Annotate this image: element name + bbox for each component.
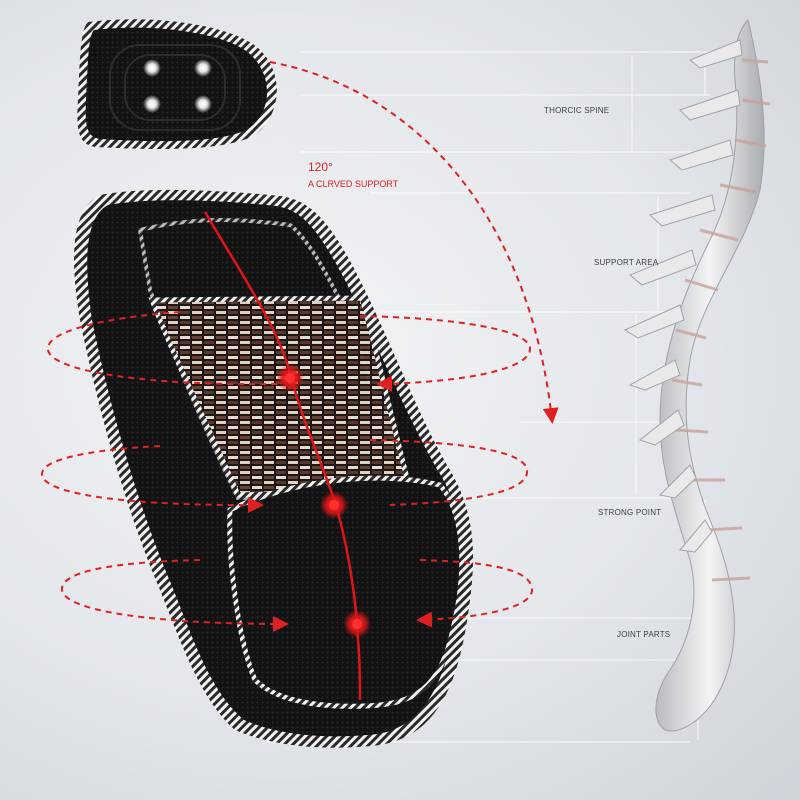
- rotation-arrows: [41, 61, 559, 632]
- strong-point-label: STRONG POINT: [598, 508, 662, 517]
- support-area-label: SUPPORT AREA: [594, 258, 659, 267]
- spine-illustration: [623, 19, 771, 732]
- magnet-points: [143, 59, 212, 113]
- thoracic-spine-label: THORCIC SPINE: [544, 106, 610, 115]
- curved-support-label: A CLRVED SUPPORT: [308, 179, 399, 189]
- joint-parts-label: JOINT PARTS: [617, 630, 671, 639]
- lumbar-cushion: [74, 189, 474, 748]
- small-cushion: [77, 19, 277, 150]
- support-curve: [203, 211, 371, 701]
- angle-label: 120°: [308, 160, 333, 174]
